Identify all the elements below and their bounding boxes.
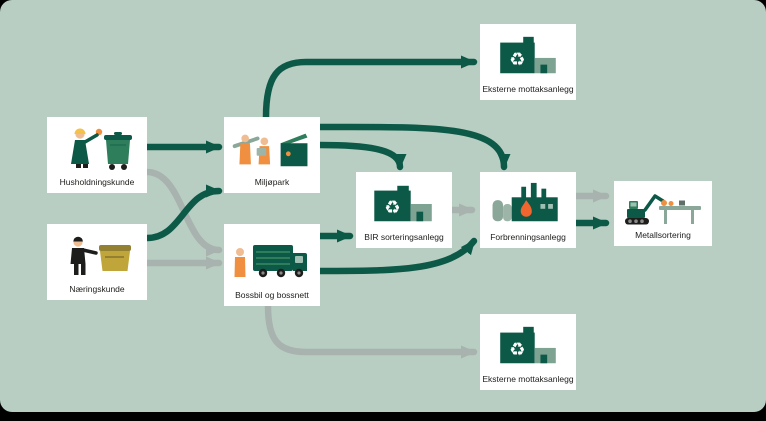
svg-text:♻: ♻ (384, 198, 400, 219)
node-label-miljopark: Miljøpark (254, 176, 290, 187)
node-miljopark: Miljøpark (224, 117, 320, 193)
incineration-plant-icon (492, 183, 558, 222)
edge-bossbil-forbrenning (316, 237, 478, 275)
node-label-eksterne-mottaksanlegg-bunn: Eksterne mottaksanlegg (482, 373, 574, 384)
business-customer-icon (70, 236, 131, 276)
node-forbrenningsanlegg: Forbrenningsanlegg (480, 172, 576, 248)
node-label-eksterne-mottaksanlegg-topp: Eksterne mottaksanlegg (482, 83, 574, 94)
recycling-station-icon (232, 133, 308, 167)
node-metallsortering: Metallsortering (614, 181, 712, 246)
node-label-bossbil: Bossbil og bossnett (235, 289, 309, 300)
node-husholdningskunde: Husholdningskunde (47, 117, 147, 193)
metal-sorting-icon (625, 194, 701, 225)
node-label-naeringskunde: Næringskunde (69, 283, 125, 294)
external-facility-icon: ♻ (500, 327, 556, 364)
node-label-metallsortering: Metallsortering (635, 229, 691, 240)
edge-miljopark-eksterne-topp (262, 55, 478, 121)
edge-miljopark-bir (316, 141, 407, 171)
diagram-canvas: Husholdningskunde Næringskunde (0, 0, 766, 412)
svg-text:♻: ♻ (509, 50, 525, 71)
edge-miljopark-forbrenning (316, 123, 511, 171)
sorting-plant-icon: ♻ (374, 186, 432, 222)
node-eksterne-mottaksanlegg-topp: ♻ Eksterne mottaksanlegg (480, 24, 576, 100)
node-label-husholdningskunde: Husholdningskunde (59, 176, 135, 187)
garbage-truck-icon (234, 245, 307, 278)
node-bossbil: Bossbil og bossnett (224, 224, 320, 306)
flow-arrows (143, 55, 610, 359)
node-label-forbrenningsanlegg: Forbrenningsanlegg (490, 231, 566, 242)
node-naeringskunde: Næringskunde (47, 224, 147, 300)
external-facility-icon: ♻ (500, 37, 556, 74)
svg-text:♻: ♻ (509, 340, 525, 361)
node-bir-sorteringsanlegg: ♻ BIR sorteringsanlegg (356, 172, 452, 248)
edge-bossbil-eksterne-bunn (264, 302, 478, 359)
household-customer-icon (71, 128, 132, 171)
edge-naeringskunde-miljopark (143, 184, 223, 242)
node-label-bir-sorteringsanlegg: BIR sorteringsanlegg (364, 231, 444, 242)
node-eksterne-mottaksanlegg-bunn: ♻ Eksterne mottaksanlegg (480, 314, 576, 390)
